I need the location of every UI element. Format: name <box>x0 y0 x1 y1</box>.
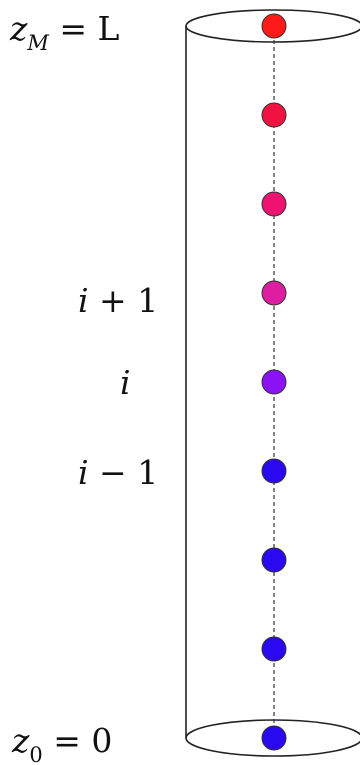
label-i-minus-1: i − 1 <box>78 453 158 492</box>
node-group <box>261 13 287 751</box>
node-3 <box>261 280 287 306</box>
node-6 <box>261 547 287 573</box>
node-4 <box>261 369 287 395</box>
label-top: zM = L <box>9 9 120 55</box>
node-8 <box>261 725 287 751</box>
node-0 <box>261 13 287 39</box>
node-1 <box>261 102 287 128</box>
node-7 <box>261 636 287 662</box>
node-5 <box>261 458 287 484</box>
label-bottom: z0 = 0 <box>11 721 112 765</box>
label-i: i <box>120 363 131 402</box>
label-i-plus-1: i + 1 <box>78 281 158 320</box>
node-2 <box>261 191 287 217</box>
